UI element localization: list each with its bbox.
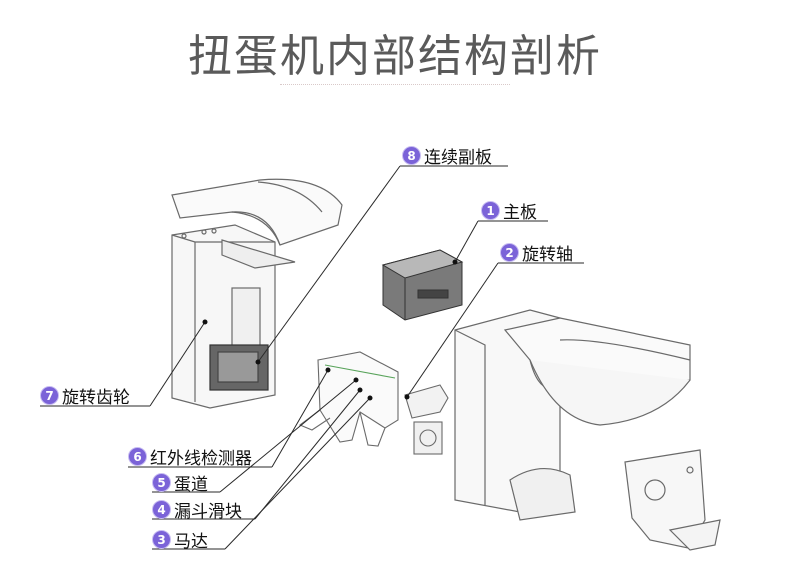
callout-3: 3 马达 [152,527,208,552]
callout-4: 4 漏斗滑块 [152,497,242,522]
callout-text: 旋转齿轮 [62,388,130,408]
main-board-illustration [381,249,464,321]
callout-text: 红外线检测器 [150,449,252,469]
callout-text: 旋转轴 [522,245,573,265]
callout-7: 7 旋转齿轮 [40,383,130,408]
callout-1: 1 主板 [481,198,537,223]
page-title: 扭蛋机内部结构剖析 [188,31,602,82]
callout-2: 2 旋转轴 [500,240,573,265]
callout-number-badge: 1 [481,201,500,220]
title-divider [280,84,510,87]
callout-number-badge: 2 [500,243,519,262]
callout-text: 主板 [503,203,537,223]
callout-number-badge: 5 [152,473,171,492]
callout-text: 漏斗滑块 [174,502,242,522]
callout-number-badge: 3 [152,530,171,549]
callout-number-badge: 8 [402,146,421,165]
callout-number-badge: 7 [40,386,59,405]
cabinet-lid [171,178,343,246]
callout-text: 马达 [174,532,208,552]
callout-text: 蛋道 [174,475,208,495]
callout-number-badge: 4 [152,500,171,519]
callout-6: 6 红外线检测器 [128,444,252,469]
callout-5: 5 蛋道 [152,470,208,495]
callout-number-badge: 6 [128,447,147,466]
callout-text: 连续副板 [424,148,492,168]
callout-8: 8 连续副板 [402,143,492,168]
rotation-shaft [404,384,449,419]
dispense-cup [509,467,576,521]
